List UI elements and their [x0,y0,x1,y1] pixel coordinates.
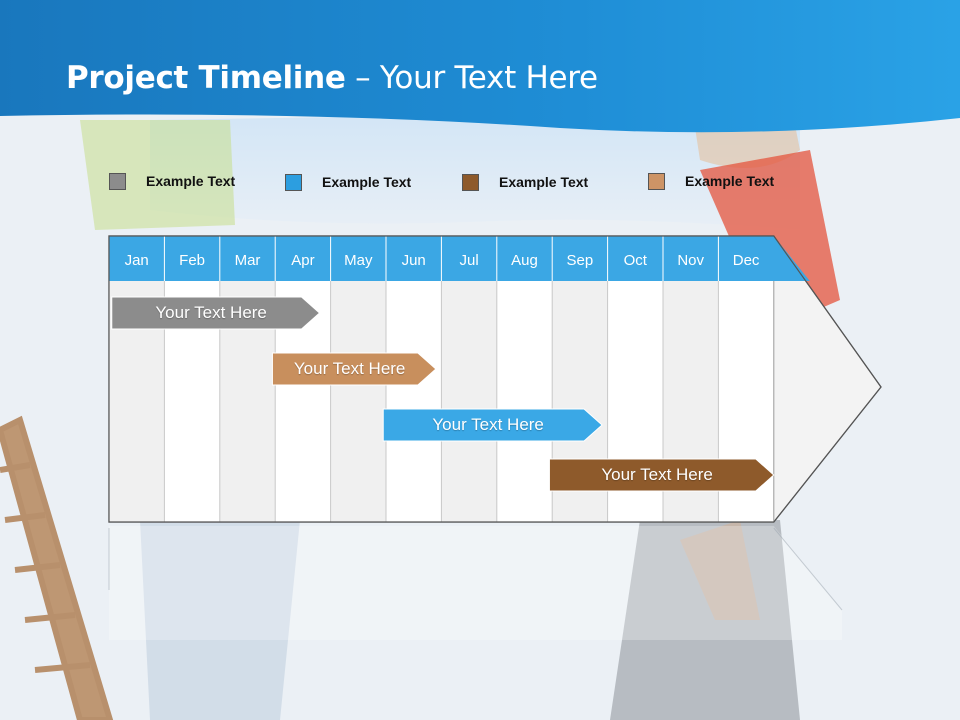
month-label: Mar [235,252,261,269]
month-label: Dec [733,252,760,269]
month-column [496,281,553,522]
month-label: Oct [624,252,648,269]
month-label: Jul [460,252,479,269]
month-label: Nov [677,252,704,269]
month-label: Feb [179,252,205,269]
legend-label: Example Text [322,174,412,190]
month-label: Aug [511,252,538,269]
task-label: Your Text Here [601,465,713,484]
painter-right-legs [610,520,800,720]
reflection-edge [773,527,843,611]
month-column [386,281,442,522]
legend-swatch [648,172,665,190]
painter-left-legs [140,520,300,720]
legend-swatch [462,173,479,191]
month-header-band [109,236,810,281]
title-rest: – Your Text Here [355,60,598,96]
legend-item: Example Text [109,170,235,192]
task-arrow [548,458,775,492]
legend-item: Example Text [648,170,774,192]
month-label: Jun [402,252,426,269]
task-label: Your Text Here [155,303,267,322]
timeline-reflection [109,526,842,640]
month-label: Apr [291,252,314,269]
task-label: Your Text Here [293,359,406,378]
task-label: Your Text Here [432,415,544,434]
painter-left-shirt [80,120,235,230]
task-arrow [271,352,437,386]
header-band [0,0,960,133]
ladder [0,415,114,720]
timeline-outline [108,235,882,523]
legend-label: Example Text [146,173,236,189]
month-label: Sep [567,252,594,269]
legend-swatch [109,172,126,190]
page-title: Project Timeline – Your Text Here [66,60,598,96]
task-arrow [111,296,321,330]
task-arrow [382,408,603,442]
legend-label: Example Text [685,173,775,189]
paint-wash-shape [150,110,800,230]
legend-item: Example Text [462,171,588,193]
legend-swatch [285,173,302,191]
month-column [330,281,386,522]
month-column [441,281,497,522]
month-label: Jan [125,252,149,269]
legend-item: Example Text [285,171,411,193]
legend-label: Example Text [499,174,589,190]
painter-right-arm [680,520,760,620]
month-label: May [344,252,373,269]
title-bold: Project Timeline [66,60,346,96]
